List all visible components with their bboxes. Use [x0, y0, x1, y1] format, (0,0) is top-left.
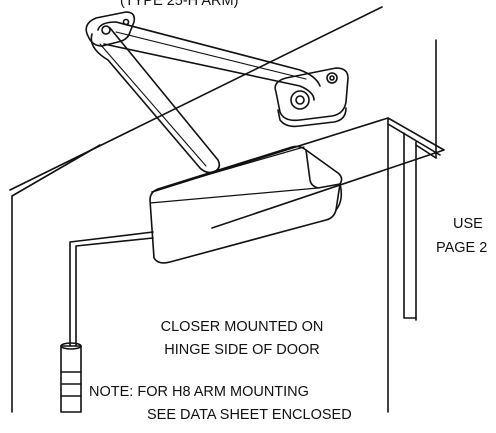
main-arm-inner: [109, 27, 221, 173]
closer-front-fold: [149, 187, 319, 204]
bracket-screw: [326, 72, 338, 84]
arm-type-caption: (TYPE 25-H ARM): [120, 0, 239, 9]
note-line2: SEE DATA SHEET ENCLOSED: [147, 407, 352, 423]
bracket-screw-hole: [329, 75, 335, 81]
rod-lower: [75, 237, 154, 347]
arm-shoe: [85, 11, 136, 47]
closer-top-edge: [157, 146, 305, 190]
shoe-screw: [122, 18, 130, 26]
rod-upper: [69, 231, 154, 347]
bracket-plate: [274, 67, 349, 122]
piston-cap: [60, 342, 82, 350]
closer-side-face: [305, 149, 341, 189]
bracket-edge: [277, 107, 347, 128]
forearm-mid: [115, 31, 307, 80]
use-label: USE: [453, 216, 483, 232]
forearm-bottom: [103, 43, 315, 101]
wall-diagonal: [9, 6, 383, 191]
piston-cylinder: [60, 345, 82, 413]
shoe-pivot: [101, 25, 111, 35]
mounting-caption-line1: CLOSER MOUNTED ON: [160, 319, 324, 335]
forearm-top: [97, 21, 321, 87]
main-arm-mid: [99, 43, 207, 167]
bracket-pivot-outer: [290, 90, 310, 110]
frame-stop: [415, 144, 437, 159]
note-line1: NOTE: FOR H8 ARM MOUNTING: [89, 384, 309, 400]
mounting-caption-line2: HINGE SIDE OF DOOR: [164, 342, 320, 358]
frame-jamb-inner: [403, 132, 417, 319]
closer-end-cap: [335, 183, 343, 211]
bracket-pivot-inner: [295, 95, 305, 105]
page-reference-label: PAGE 2: [436, 240, 488, 256]
frame-header-underside: [387, 117, 441, 156]
frame-header-face: [151, 117, 445, 229]
